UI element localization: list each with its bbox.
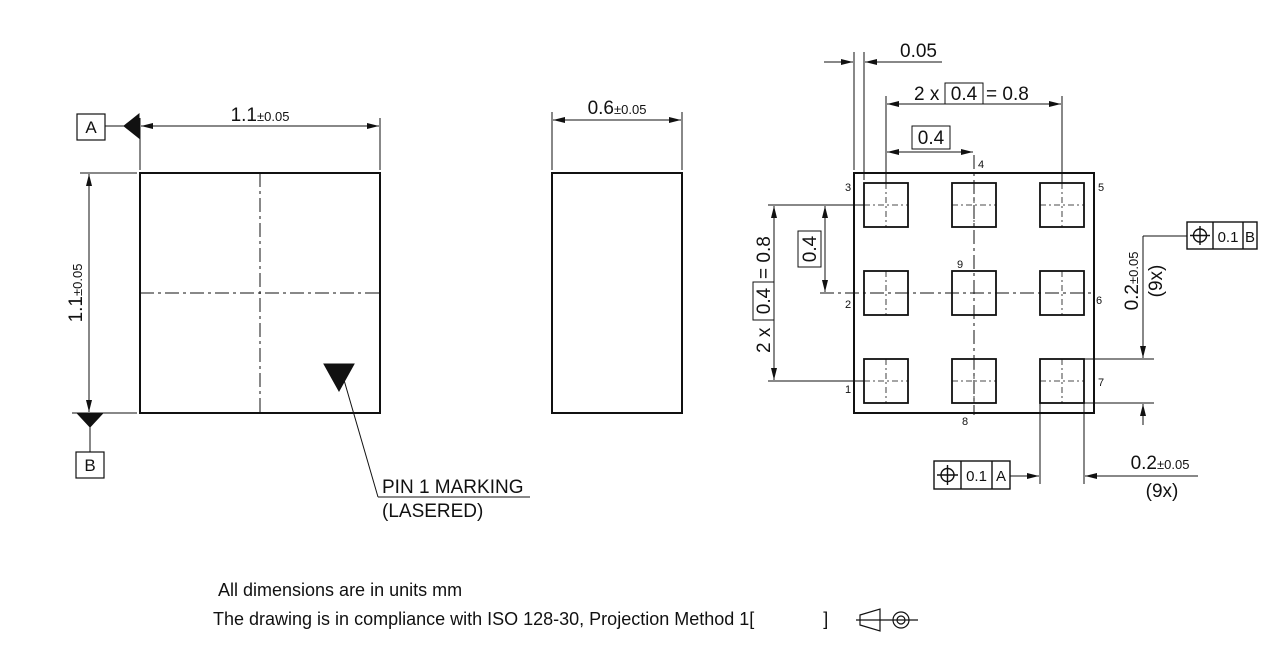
compliance-note-text: The drawing is in compliance with ISO 12…	[213, 609, 755, 629]
pitch-h-single-text: 0.4	[918, 128, 945, 149]
datum-a-triangle	[123, 112, 140, 140]
pitch-v-box: 0.4	[754, 287, 775, 314]
thickness-dimension-text: 0.6±0.05	[588, 98, 647, 119]
pin-number-2: 2	[845, 299, 851, 311]
pin-number-4: 4	[978, 159, 984, 171]
pad-size-h-tolerance: ±0.05	[1157, 457, 1189, 472]
units-note: All dimensions are in units mm	[218, 580, 463, 600]
pad-size-h-text: 0.2±0.05	[1131, 453, 1190, 474]
pitch-h-suffix: = 0.8	[986, 84, 1029, 105]
pitch-v-total-text: 2 x 0.4 = 0.8	[752, 236, 775, 353]
pad-size-v-text: 0.2±0.05	[1122, 252, 1143, 311]
pitch-h-box: 0.4	[951, 84, 978, 105]
fcf-bottom-tolerance: 0.1	[966, 468, 987, 485]
pin-number-9: 9	[957, 259, 963, 271]
pad-count-h-text: (9x)	[1146, 481, 1179, 502]
compliance-note: The drawing is in compliance with ISO 12…	[213, 609, 828, 630]
pin-number-3: 3	[845, 182, 851, 194]
width-dimension-text: 1.1±0.05	[231, 105, 290, 126]
pin-number-1: 1	[845, 384, 851, 396]
pin1-lasered-label: (LASERED)	[382, 501, 483, 522]
fcf-top	[1186, 221, 1258, 250]
datum-b-box	[75, 451, 105, 479]
package-outline-side	[551, 172, 683, 414]
offset-dimension-text: 0.05	[900, 41, 937, 62]
pad	[951, 270, 997, 316]
thickness-value: 0.6	[588, 98, 614, 119]
pitch-v-prefix: 2 x	[754, 327, 775, 353]
thickness-tolerance: ±0.05	[614, 102, 646, 117]
pin-number-6: 6	[1096, 295, 1102, 307]
pin1-marking-label: PIN 1 MARKING	[382, 477, 523, 498]
pin-number-5: 5	[1098, 182, 1104, 194]
pitch-v-single-text: 0.4	[800, 235, 821, 262]
width-tolerance: ±0.05	[257, 109, 289, 124]
pitch-v-suffix: = 0.8	[754, 236, 775, 279]
height-dimension-text: 1.1±0.05	[66, 264, 87, 323]
datum-a-box	[76, 113, 106, 141]
top-view	[72, 112, 530, 498]
datum-b-label: B	[84, 456, 95, 475]
pad-size-h-value: 0.2	[1131, 453, 1157, 474]
pin-number-8: 8	[962, 416, 968, 428]
width-value: 1.1	[231, 105, 257, 126]
height-tolerance: ±0.05	[70, 264, 85, 296]
fcf-top-datum: B	[1245, 229, 1255, 246]
fcf-bottom-datum: A	[996, 468, 1006, 485]
pad-count-v-text: (9x)	[1146, 265, 1167, 298]
height-value: 1.1	[66, 296, 87, 322]
pitch-h-total-text: 2 x 0.4 = 0.8	[914, 82, 1029, 105]
fcf-top-tolerance: 0.1	[1218, 229, 1239, 246]
pad-size-v-tolerance: ±0.05	[1126, 252, 1141, 284]
pin1-marker-triangle	[323, 363, 355, 393]
projection-method-icon	[856, 608, 918, 632]
side-view	[551, 112, 683, 414]
pin1-leader	[343, 379, 379, 498]
pin-number-7: 7	[1098, 377, 1104, 389]
compliance-note-close: ]	[823, 609, 829, 629]
bottom-view	[768, 52, 1258, 490]
pitch-h-prefix: 2 x	[914, 84, 940, 105]
datum-b-triangle	[75, 412, 105, 428]
fcf-bottom	[933, 460, 1011, 490]
pad-size-v-value: 0.2	[1122, 284, 1143, 310]
datum-a-label: A	[85, 118, 97, 137]
